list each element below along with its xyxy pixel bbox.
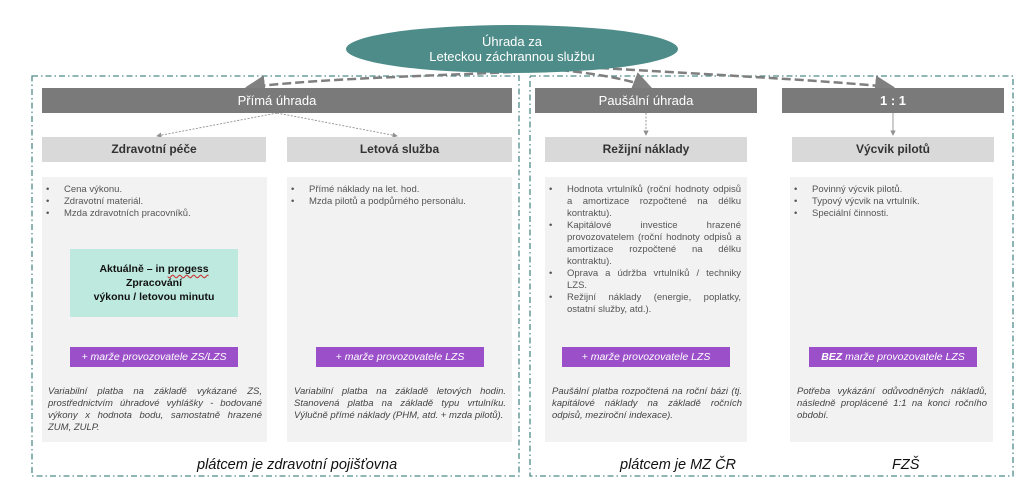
bullet-item: Speciální činnosti. (790, 208, 988, 220)
connector-prima-to-letova (276, 112, 398, 138)
bullet-list-letova-sluzba: Přímé náklady na let. hod. Mzda pilotů a… (287, 184, 505, 208)
highlight-line1: Aktuálně – in progess (99, 262, 208, 276)
badge-bold-text: BEZ (821, 351, 843, 363)
description-vycvik-pilotu: Potřeba vykázání odůvodněných nákladů, n… (797, 386, 987, 421)
payer-label-health-insurance: plátcem je zdravotní pojišťovna (197, 457, 398, 473)
bullet-item: Hodnota vrtulníků (roční hodnoty odpisů … (545, 184, 741, 220)
badge-text: + marže provozovatele ZS/LZS (81, 351, 227, 363)
badge-text: marže provozovatele LZS (842, 351, 965, 363)
root-title-line1: Úhrada za (482, 34, 542, 49)
bullet-item: Cena výkonu. (42, 184, 257, 196)
panel-vycvik-pilotu (790, 177, 993, 442)
subheader-vycvik-pilotu: Výcvik pilotů (792, 137, 994, 162)
connector-prima-to-zdravotni (156, 112, 278, 138)
connector-root-to-prima (245, 70, 513, 96)
margin-badge-lzs: + marže provozovatele LZS (316, 347, 484, 367)
bullet-list-rezijni-naklady: Hodnota vrtulníků (roční hodnoty odpisů … (545, 184, 741, 316)
highlight-line1-wavy: progess (167, 263, 209, 275)
badge-text: + marže provozovatele LZS (581, 351, 711, 363)
badge-text: + marže provozovatele LZS (335, 351, 465, 363)
bullet-list-vycvik-pilotu: Povinný výcvik pilotů. Typový výcvik na … (790, 184, 988, 220)
connector-root-to-pausalni (559, 68, 653, 91)
header-one-to-one: 1 : 1 (782, 88, 1004, 113)
header-pausalni-uhrada: Paušální úhrada (535, 88, 757, 113)
payer-label-fzs: FZŠ (892, 457, 920, 473)
root-title-line2: Leteckou záchrannou službu (429, 49, 595, 64)
bullet-item: Typový výcvik na vrtulník. (790, 196, 988, 208)
payer-label-mz-cr: plátcem je MZ ČR (620, 457, 737, 473)
margin-badge-bez: BEZ marže provozovatele LZS (809, 347, 977, 367)
description-zdravotni-pece: Variabilní platba na základě vykázané ZS… (48, 386, 262, 433)
subheader-rezijni-naklady: Režijní náklady (545, 137, 747, 162)
bullet-item: Kapitálové investice hrazené provozovate… (545, 220, 741, 268)
highlight-line3: výkonu / letovou minutu (93, 291, 215, 303)
highlight-line1-prefix: Aktuálně – in (99, 263, 168, 275)
subheader-zdravotni-pece: Zdravotní péče (42, 137, 266, 162)
bullet-list-zdravotni-pece: Cena výkonu. Zdravotní materiál. Mzda zd… (42, 184, 257, 220)
bullet-item: Oprava a údržba vrtulníků / techniky LZS… (545, 268, 741, 292)
connector-root-to-1to1 (599, 66, 895, 96)
bullet-item: Povinný výcvik pilotů. (790, 184, 988, 196)
bullet-item: Režijní náklady (energie, poplatky, osta… (545, 292, 741, 316)
bullet-item: Zdravotní materiál. (42, 196, 257, 208)
status-highlight-box: Aktuálně – in progess Zpracování výkonu … (70, 249, 238, 317)
margin-badge-lzs-pausal: + marže provozovatele LZS (562, 347, 730, 367)
header-prima-uhrada: Přímá úhrada (42, 88, 512, 113)
description-letova-sluzba: Variabilní platba na základě letových ho… (294, 386, 506, 421)
highlight-line2: Zpracování (125, 277, 183, 289)
subheader-letova-sluzba: Letová služba (287, 137, 512, 162)
description-rezijni-naklady: Paušální platba rozpočtená na roční bázi… (552, 386, 742, 421)
root-node: Úhrada za Leteckou záchrannou službu (346, 25, 678, 73)
margin-badge-zs-lzs: + marže provozovatele ZS/LZS (70, 347, 238, 367)
bullet-item: Přímé náklady na let. hod. (287, 184, 505, 196)
bullet-item: Mzda pilotů a podpůrného personálu. (287, 196, 505, 208)
panel-letova-sluzba (287, 177, 512, 442)
bullet-item: Mzda zdravotních pracovníků. (42, 208, 257, 220)
